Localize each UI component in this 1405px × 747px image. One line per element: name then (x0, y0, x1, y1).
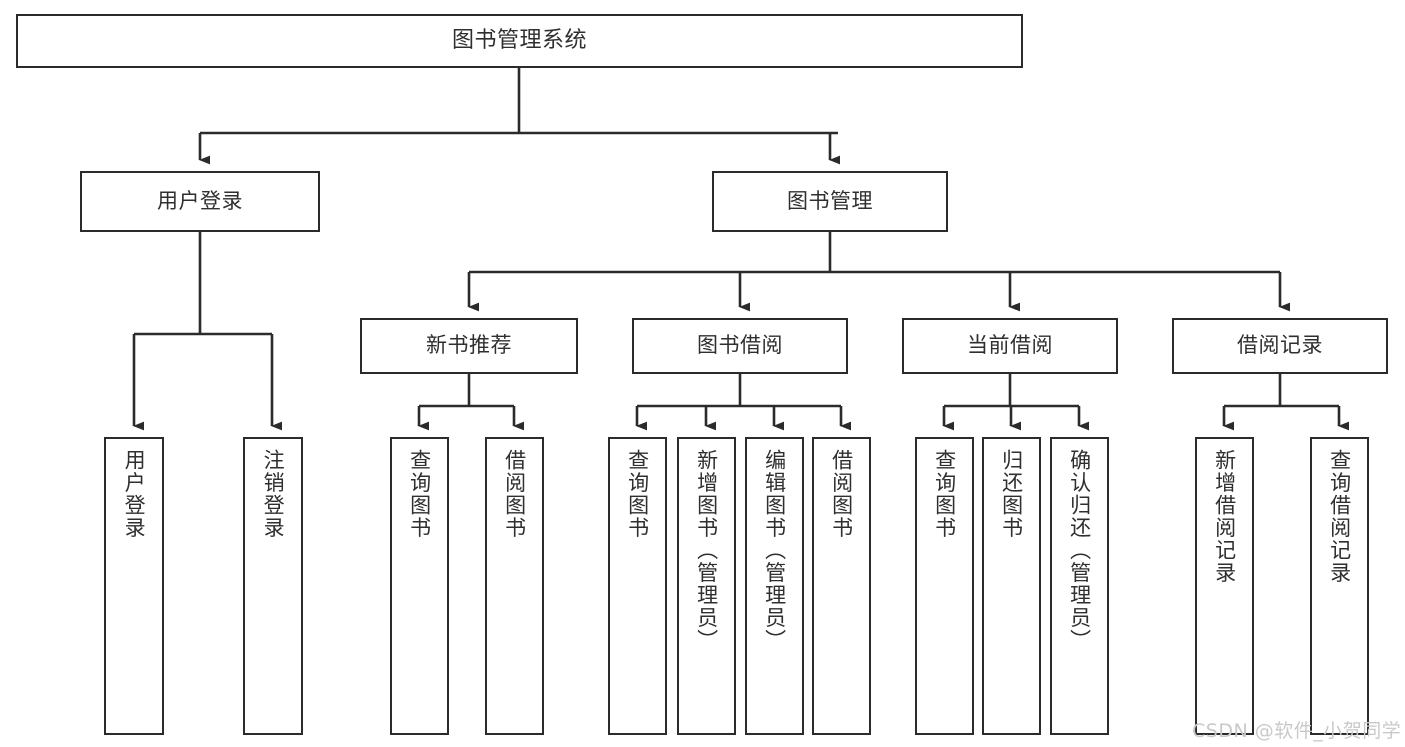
node-label: 借阅记录 (1237, 333, 1323, 358)
node-label: 编辑图书（管理员） (762, 449, 787, 652)
node-root-book-management-system[interactable]: 图书管理系统 (16, 14, 1023, 68)
node-leaf-query-borrow-record[interactable]: 查询借阅记录 (1310, 437, 1369, 735)
node-borrow-record[interactable]: 借阅记录 (1172, 318, 1388, 374)
node-label: 查询图书 (407, 449, 432, 539)
node-label: 确认归还（管理员） (1067, 449, 1092, 652)
node-leaf-query-book-2[interactable]: 查询图书 (608, 437, 667, 735)
node-label: 查询图书 (932, 449, 957, 539)
node-new-book-recommend[interactable]: 新书推荐 (360, 318, 578, 374)
node-leaf-add-book[interactable]: 新增图书（管理员） (677, 437, 736, 735)
node-label: 归还图书 (999, 449, 1024, 539)
node-label: 注销登录 (261, 449, 286, 539)
node-leaf-borrow-book-2[interactable]: 借阅图书 (812, 437, 871, 735)
node-leaf-confirm-return[interactable]: 确认归还（管理员） (1050, 437, 1109, 735)
node-leaf-add-borrow-record[interactable]: 新增借阅记录 (1195, 437, 1254, 735)
node-label: 借阅图书 (829, 449, 854, 539)
node-label: 图书借阅 (697, 333, 783, 358)
node-label: 查询图书 (625, 449, 650, 539)
node-leaf-edit-book[interactable]: 编辑图书（管理员） (745, 437, 804, 735)
node-label: 新增图书（管理员） (694, 449, 719, 652)
csdn-watermark: CSDN @软件_小贺同学 (1192, 720, 1402, 742)
node-user-login[interactable]: 用户登录 (80, 171, 320, 232)
node-label: 当前借阅 (967, 333, 1053, 358)
node-leaf-borrow-book-1[interactable]: 借阅图书 (485, 437, 544, 735)
node-label: 借阅图书 (502, 449, 527, 539)
node-label: 用户登录 (157, 188, 243, 213)
node-leaf-logout-login[interactable]: 注销登录 (243, 437, 303, 735)
node-leaf-query-book-3[interactable]: 查询图书 (915, 437, 974, 735)
node-current-borrow[interactable]: 当前借阅 (902, 318, 1118, 374)
node-label: 图书管理 (787, 188, 873, 213)
node-label: 新增借阅记录 (1212, 449, 1237, 584)
node-label: 查询借阅记录 (1327, 449, 1352, 584)
node-label: 图书管理系统 (451, 27, 587, 53)
node-book-borrow[interactable]: 图书借阅 (632, 318, 848, 374)
node-leaf-user-login[interactable]: 用户登录 (104, 437, 164, 735)
node-leaf-return-book[interactable]: 归还图书 (982, 437, 1041, 735)
node-book-manage[interactable]: 图书管理 (712, 171, 948, 232)
node-label: 用户登录 (122, 449, 147, 539)
node-leaf-query-book-1[interactable]: 查询图书 (390, 437, 449, 735)
node-label: 新书推荐 (426, 333, 512, 358)
